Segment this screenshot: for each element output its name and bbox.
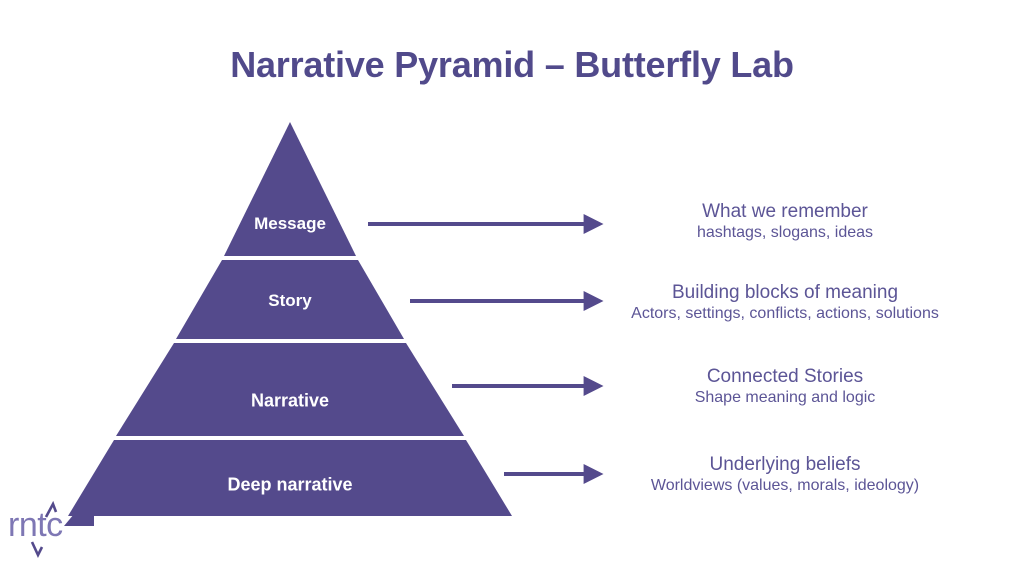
pyramid-tier-story[interactable] <box>176 260 404 339</box>
annotation-message: What we remember hashtags, slogans, idea… <box>620 200 950 243</box>
annotation-deep-narrative-head: Underlying beliefs <box>709 454 861 475</box>
logo-wordmark: rntc <box>8 506 63 544</box>
pyramid-tier-label-story: Story <box>268 291 312 310</box>
annotation-message-head: What we remember <box>702 201 868 222</box>
annotation-story: Building blocks of meaning Actors, setti… <box>620 281 950 324</box>
annotation-narrative: Connected Stories Shape meaning and logi… <box>620 365 950 408</box>
logo-wedge-shape <box>64 490 94 526</box>
annotation-deep-narrative: Underlying beliefs Worldviews (values, m… <box>620 453 950 496</box>
annotation-deep-narrative-sub: Worldviews (values, morals, ideology) <box>650 477 920 494</box>
logo-chevron-up-icon <box>44 500 58 518</box>
logo-chevron-down-icon <box>30 541 44 559</box>
page-title: Narrative Pyramid – Butterfly Lab <box>230 44 794 85</box>
annotation-message-sub: hashtags, slogans, ideas <box>696 224 874 241</box>
annotation-narrative-sub: Shape meaning and logic <box>694 389 876 406</box>
annotation-story-head: Building blocks of meaning <box>671 282 899 303</box>
pyramid-tier-narrative[interactable] <box>116 343 464 436</box>
pyramid-tier-deep-narrative[interactable] <box>68 440 512 516</box>
annotation-narrative-head: Connected Stories <box>706 366 864 387</box>
annotation-story-sub: Actors, settings, conflicts, actions, so… <box>631 305 939 322</box>
pyramid-tier-label-deep-narrative: Deep narrative <box>227 474 353 495</box>
pyramid-tier-label-message: Message <box>254 214 326 233</box>
pyramid-tier-label-narrative: Narrative <box>250 390 330 411</box>
pyramid-tier-message[interactable] <box>224 122 356 256</box>
rntc-logo <box>30 490 94 559</box>
